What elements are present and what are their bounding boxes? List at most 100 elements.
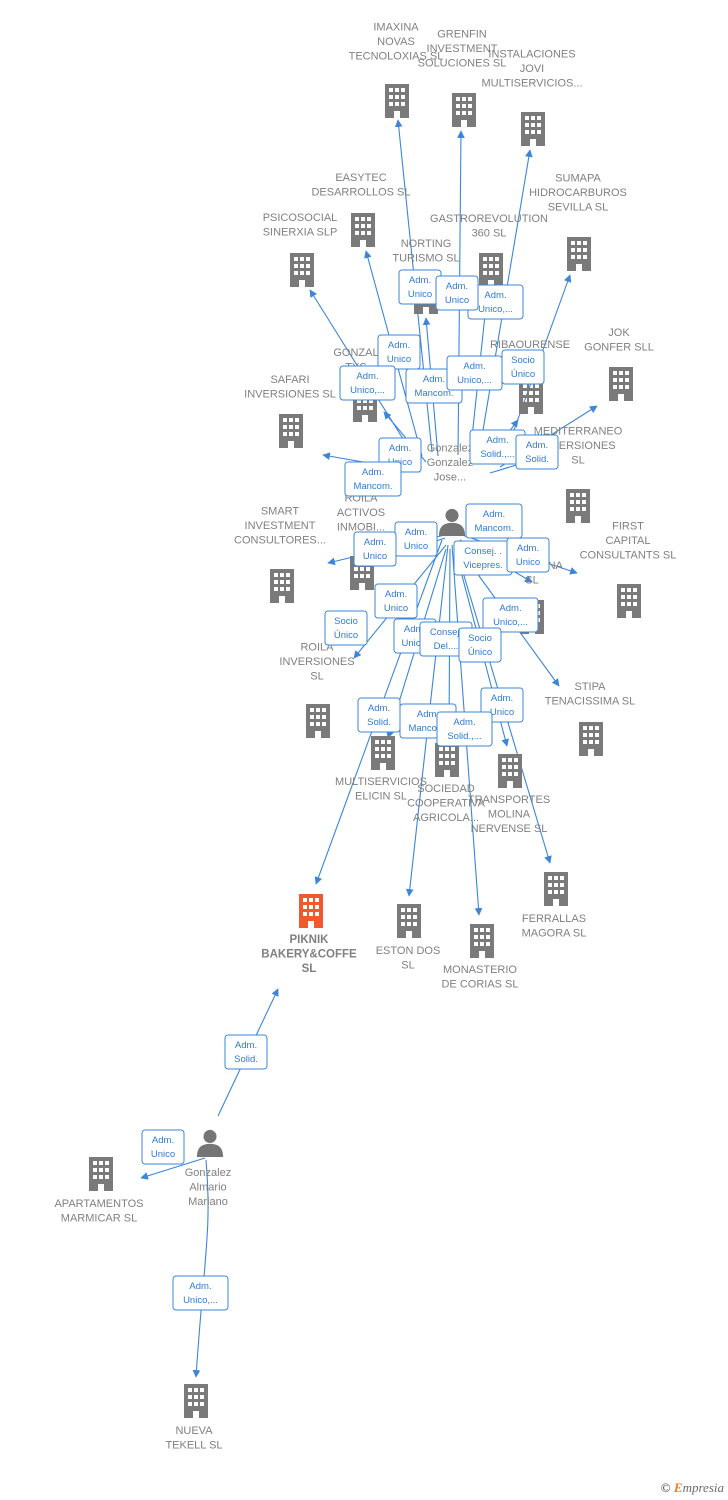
role-badge[interactable]: Adm.Unico,... xyxy=(339,365,396,401)
role-badge[interactable]: Adm.Unico xyxy=(394,521,438,557)
node-label-line: Gonzalez xyxy=(185,1167,231,1179)
role-badge-box xyxy=(324,610,368,646)
edge-e-mariano-nt xyxy=(192,1159,209,1378)
building-icon xyxy=(371,736,395,770)
role-badge[interactable]: Adm.Unico xyxy=(506,537,550,573)
role-badge-text: Adm. xyxy=(152,1135,174,1146)
role-badge[interactable]: Adm. Unico,... xyxy=(172,1275,229,1311)
role-badge[interactable]: Adm.Unico xyxy=(377,334,421,370)
role-badge-text: Solid.,... xyxy=(480,449,514,460)
role-badge-text: Unico,... xyxy=(183,1295,218,1306)
role-badge-text: Unico xyxy=(408,289,432,300)
node-label-line: Jose... xyxy=(434,472,466,484)
role-badge[interactable]: Consej. .Vicepres. xyxy=(453,540,513,576)
role-badge[interactable]: Adm. Unico xyxy=(398,269,442,305)
role-badge[interactable]: Adm.Unico,... xyxy=(482,597,539,633)
role-badge-text: Unico xyxy=(445,295,469,306)
role-badge-box xyxy=(377,334,421,370)
node-gonzalez_jose[interactable]: GonzalezGonzalezJose... xyxy=(427,443,473,537)
role-badge[interactable]: Adm.Solid. xyxy=(357,697,401,733)
role-badge-text: Vicepres. xyxy=(463,560,502,571)
node-label-line: INVESTMENT xyxy=(245,520,316,532)
role-badge[interactable]: Adm.Mancom. xyxy=(344,461,402,497)
role-badge-text: Único xyxy=(334,630,358,641)
node-label-line: PIKNIK xyxy=(290,934,330,946)
building-icon xyxy=(184,1384,208,1418)
node-label-line: CONSULTANTS SL xyxy=(580,550,677,562)
node-instalaciones[interactable]: INSTALACIONESJOVIMULTISERVICIOS... xyxy=(481,49,583,147)
node-label-line: SAFARI xyxy=(270,374,309,386)
role-badge[interactable]: Adm.Unico xyxy=(353,531,397,567)
role-badge[interactable]: Adm.Unico,... xyxy=(446,355,503,391)
node-norting[interactable]: NORTING TURISMO SL xyxy=(392,238,460,314)
node-smart[interactable]: SMART INVESTMENT CONSULTORES... xyxy=(234,506,326,604)
role-badge-box xyxy=(344,461,402,497)
role-badge-text: Adm. xyxy=(404,624,426,635)
person-icon xyxy=(196,1129,224,1157)
copyright-symbol: © xyxy=(660,1480,671,1495)
role-badge-text: Unico,... xyxy=(478,304,513,315)
role-badge-box xyxy=(501,349,545,385)
role-badge-text: Adm. xyxy=(491,693,513,704)
role-badge-box xyxy=(353,531,397,567)
role-badge[interactable]: Adm.Solid.,... xyxy=(436,711,493,747)
role-badge-text: Socio xyxy=(334,616,358,627)
role-badge[interactable]: Adm. Unico xyxy=(141,1129,185,1165)
role-badge-text: Adm. xyxy=(189,1281,211,1292)
node-label-line: SL xyxy=(302,963,317,975)
role-badge-text: Unico xyxy=(151,1149,175,1160)
role-badge-text: Adm. xyxy=(517,543,539,554)
role-badge[interactable]: Adm.Solid.,... xyxy=(469,429,526,465)
building-icon xyxy=(566,489,590,523)
role-badge[interactable]: Adm.Solid. xyxy=(515,434,559,470)
role-badge[interactable]: Adm.Unico xyxy=(374,583,418,619)
node-label-line: IMAXINA xyxy=(373,22,419,34)
node-piknik[interactable]: PIKNIK BAKERY&COFFE SL xyxy=(261,894,357,975)
node-label-line: NORTING xyxy=(401,238,452,250)
role-badge-text: Adm. xyxy=(483,509,505,520)
building-icon xyxy=(567,237,591,271)
role-badge[interactable]: Adm.Mancom. xyxy=(465,503,523,539)
role-badge-text: Adm. xyxy=(409,275,431,286)
role-badge-text: Adm. xyxy=(499,603,521,614)
brand-footer: © Empresia xyxy=(661,1480,724,1496)
node-sociedad[interactable]: SOCIEDADCOOPERATIVAAGRICOLA... xyxy=(407,743,486,824)
brand-logo-initial: E xyxy=(673,1480,683,1495)
role-badge-text: Solid. xyxy=(367,717,391,728)
node-label-line: TURISMO SL xyxy=(392,252,459,264)
role-badge-box xyxy=(482,597,539,633)
node-label-line: BAKERY&COFFE xyxy=(261,949,357,961)
role-badge[interactable]: Adm.Unico xyxy=(435,275,479,311)
role-badge[interactable]: Adm.Solid. xyxy=(224,1034,268,1070)
node-label-line: CONSULTORES... xyxy=(234,535,326,547)
node-label-line: AGRICOLA... xyxy=(413,812,479,824)
node-label-line: SL xyxy=(401,960,414,972)
node-label-line: SMART xyxy=(261,506,300,518)
node-label-line: TRANSPORTES xyxy=(468,794,550,806)
node-label-line: NERVENSE SL xyxy=(471,823,548,835)
